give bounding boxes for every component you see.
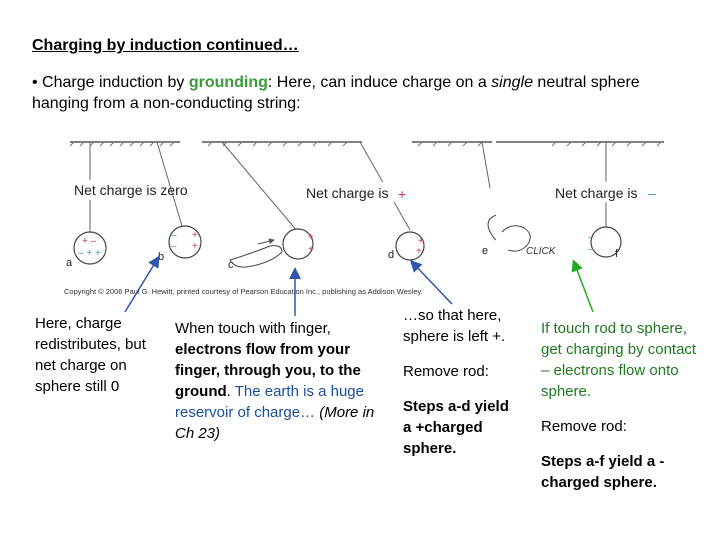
note-grounding-text: When touch with finger, [175,320,331,337]
note-remove-rod-1: Remove rod: [403,361,513,382]
arrow-to-sphere-f [574,262,593,312]
note-redistribution: Here, charge redistributes, but net char… [35,313,147,397]
arrow-to-sphere-d [412,262,452,304]
note-grounding: When touch with finger, electrons flow f… [175,318,375,444]
note-steps-a-f: Steps a-f yield a -charged sphere. [541,451,701,493]
note-left-positive: …so that here, sphere is left +. [403,305,513,347]
note-remove-rod-2: Remove rod: [541,416,701,437]
note-contact: If touch rod to sphere, get charging by … [541,318,701,402]
note-period: . [227,383,231,400]
note-contact-charging: If touch rod to sphere, get charging by … [541,318,701,493]
note-positive-sphere: …so that here, sphere is left +. Remove … [403,305,513,459]
arrow-to-sphere-b [125,258,158,312]
note-steps-a-d: Steps a-d yield a +charged sphere. [403,396,513,459]
